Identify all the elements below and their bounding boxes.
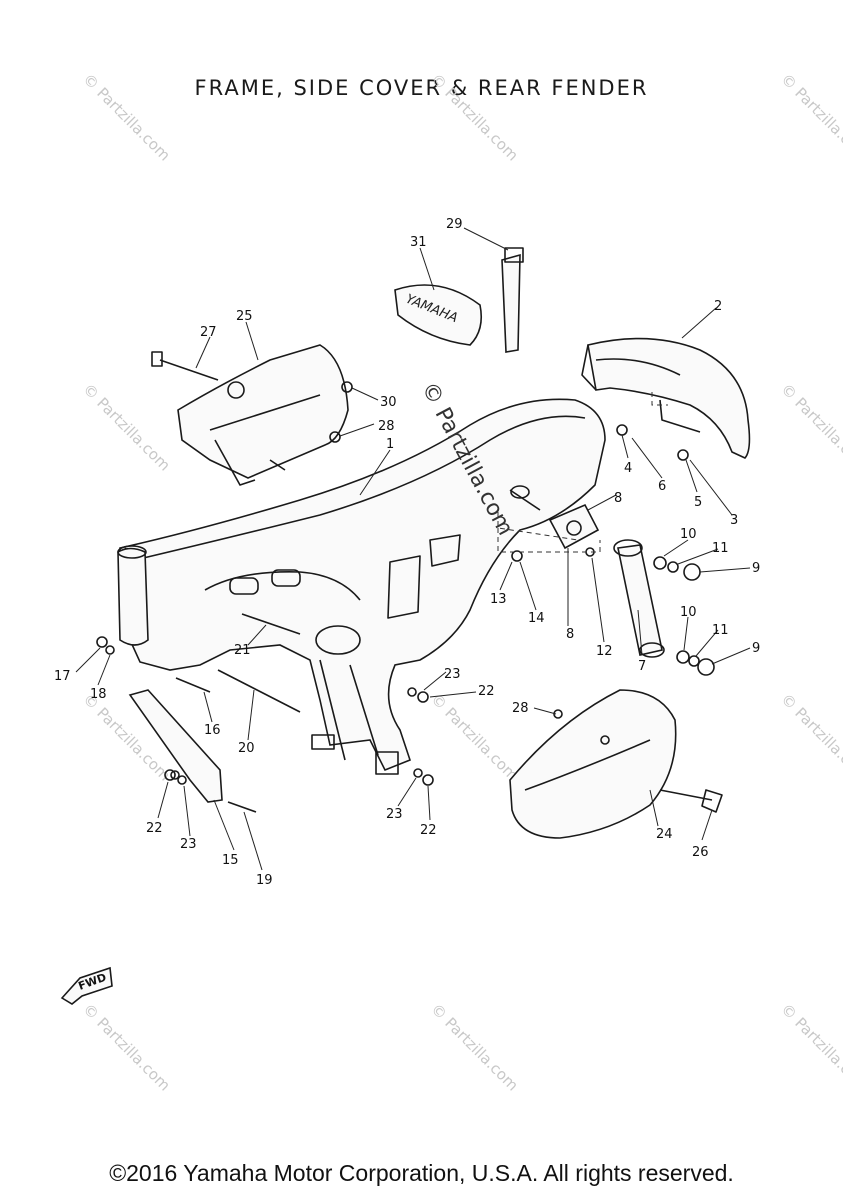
callout-23c: 23: [386, 807, 403, 822]
callout-9a: 9: [752, 561, 760, 576]
strap: [501, 247, 524, 353]
callout-28a: 28: [378, 419, 395, 434]
callout-25: 25: [236, 309, 253, 324]
callout-22a: 22: [146, 821, 163, 836]
fwd-arrow: FWD: [60, 966, 113, 1005]
callout-1: 1: [386, 437, 394, 452]
callout-23b: 23: [444, 667, 461, 682]
rear-shock: [613, 539, 665, 658]
copyright-notice: ©2016 Yamaha Motor Corporation, U.S.A. A…: [109, 1160, 734, 1186]
callout-3: 3: [730, 513, 738, 528]
callout-28b: 28: [512, 701, 529, 716]
callout-17: 17: [54, 669, 71, 684]
callout-14: 14: [528, 611, 545, 626]
callout-5: 5: [694, 495, 702, 510]
callout-6: 6: [658, 479, 666, 494]
callout-8b: 8: [566, 627, 574, 642]
callout-22c: 22: [420, 823, 437, 838]
pad: YAMAHA: [394, 284, 483, 346]
callout-4: 4: [624, 461, 632, 476]
callout-12: 12: [596, 644, 613, 659]
leader-lines: [75, 227, 751, 871]
hardware: [96, 381, 715, 786]
side-cover-left: [177, 344, 349, 486]
callout-26: 26: [692, 845, 709, 860]
callout-8a: 8: [614, 491, 622, 506]
callout-20: 20: [238, 741, 255, 756]
rear-fender: [581, 337, 751, 459]
callout-13: 13: [490, 592, 507, 607]
callout-2: 2: [714, 299, 722, 314]
reference-lines: [497, 392, 668, 553]
callout-15: 15: [222, 853, 239, 868]
callout-16: 16: [204, 723, 221, 738]
callout-10b: 10: [680, 605, 697, 620]
bolts: [151, 351, 723, 813]
callout-30: 30: [380, 395, 397, 410]
callout-31: 31: [410, 235, 427, 250]
callout-19: 19: [256, 873, 273, 888]
callout-23a: 23: [180, 837, 197, 852]
callout-21: 21: [234, 643, 251, 658]
shock-bracket: [548, 503, 600, 550]
callout-11a: 11: [712, 541, 729, 556]
lower-bracket: [128, 689, 223, 803]
callout-10a: 10: [680, 527, 697, 542]
callouts: 1 2 3 4 5 6 7 8 8 9 9 10 10 11 11 12 13 …: [54, 217, 760, 888]
callout-11b: 11: [712, 623, 729, 638]
callout-9b: 9: [752, 641, 760, 656]
side-cover-right: [509, 689, 677, 839]
diagram-title: FRAME, SIDE COVER & REAR FENDER: [194, 76, 649, 100]
callout-27: 27: [200, 325, 217, 340]
callout-7: 7: [638, 659, 646, 674]
callout-18: 18: [90, 687, 107, 702]
main-frame: [117, 398, 606, 775]
callout-22b: 22: [478, 684, 495, 699]
callout-29: 29: [446, 217, 463, 232]
callout-24: 24: [656, 827, 673, 842]
